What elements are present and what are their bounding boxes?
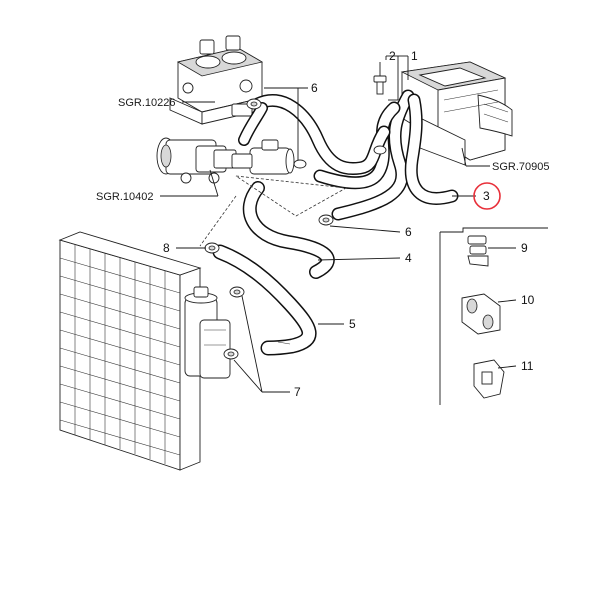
outlet-connector xyxy=(231,139,295,175)
carburetor xyxy=(169,35,264,125)
clamp-6-top xyxy=(246,98,262,110)
callout-10: 10 xyxy=(521,293,535,307)
callout-6-lower: 6 xyxy=(405,225,412,239)
callout-11: 11 xyxy=(521,359,534,373)
ref-sgr-70905: SGR.70905 xyxy=(492,161,549,173)
callout-5: 5 xyxy=(349,317,356,331)
leader-lines xyxy=(160,55,517,393)
highlight-circle xyxy=(473,182,501,210)
callout-3: 3 xyxy=(483,189,490,203)
ref-sgr-10226: SGR.10226 xyxy=(118,97,175,109)
clamp-6-bottom xyxy=(318,214,334,226)
hose-5 xyxy=(212,244,317,356)
ref-sgr-10402: SGR.10402 xyxy=(96,191,153,203)
part-9-clip xyxy=(467,235,489,267)
part-11-clip xyxy=(473,359,505,399)
clamp-center xyxy=(293,159,307,169)
thermostat-housing xyxy=(156,137,237,184)
callout-1: 1 xyxy=(411,49,418,63)
part-10-bracket xyxy=(461,293,501,335)
screw-2 xyxy=(373,75,387,95)
callout-7: 7 xyxy=(294,385,301,399)
hose-4 xyxy=(242,181,335,279)
callout-4: 4 xyxy=(405,251,412,265)
callout-9: 9 xyxy=(521,241,528,255)
clamp-7-top xyxy=(229,286,245,298)
clamp-7-bottom xyxy=(223,348,239,360)
callout-8: 8 xyxy=(163,241,170,255)
clamp-8 xyxy=(204,242,220,254)
detail-box xyxy=(439,227,548,405)
assembly-lines xyxy=(199,175,348,247)
clamp-hose3 xyxy=(373,145,387,155)
hose-6-upper xyxy=(238,93,391,176)
radiator xyxy=(58,231,231,471)
callout-2: 2 xyxy=(389,49,396,63)
heater-box xyxy=(400,61,513,166)
callout-6-upper: 6 xyxy=(311,81,318,95)
